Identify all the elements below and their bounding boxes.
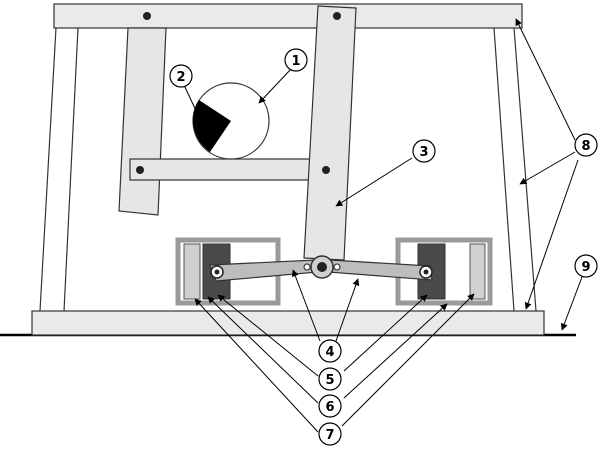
callout-6-label: 6: [325, 400, 334, 415]
callout-7-label: 7: [325, 428, 334, 443]
callout-4-label: 4: [325, 345, 334, 360]
disc-black-sector: [193, 100, 231, 152]
main-lever-top-pin: [333, 12, 341, 20]
callout-3-label: 3: [419, 145, 428, 160]
callout-8: 8: [574, 133, 598, 157]
horizontal-link: [129, 158, 328, 181]
callout-8-label: 8: [581, 139, 590, 154]
callout-9-label: 9: [581, 260, 590, 275]
callout-1-label: 1: [291, 54, 300, 69]
callout-7: 7: [318, 422, 342, 446]
top-beam-pin: [143, 12, 151, 20]
main-lever-mid-pin: [322, 166, 330, 174]
left-link: [118, 27, 167, 216]
callout-5-label: 5: [325, 373, 334, 388]
callout-5: 5: [318, 367, 342, 391]
callout-9: 9: [574, 254, 598, 278]
callout-4: 4: [318, 339, 342, 363]
central-joint-small: [303, 263, 311, 271]
main-lever: [303, 5, 357, 261]
top-beam: [53, 3, 523, 29]
right-slider-pin-center: [423, 269, 429, 275]
right-connecting-rod: [327, 259, 433, 281]
callout-1: 1: [284, 48, 308, 72]
frame-legs: [39, 27, 537, 312]
leader-lines: [183, 18, 583, 433]
callout-2-label: 2: [176, 70, 185, 85]
callout-6: 6: [318, 394, 342, 418]
left-slider-pin-center: [214, 269, 220, 275]
base-plate: [31, 310, 545, 336]
central-joint-small-right: [333, 263, 341, 271]
callout-3: 3: [412, 139, 436, 163]
central-joint-center: [317, 262, 327, 272]
horizontal-link-pin: [136, 166, 144, 174]
right-slide-guide: [395, 237, 493, 306]
callout-2: 2: [169, 64, 193, 88]
